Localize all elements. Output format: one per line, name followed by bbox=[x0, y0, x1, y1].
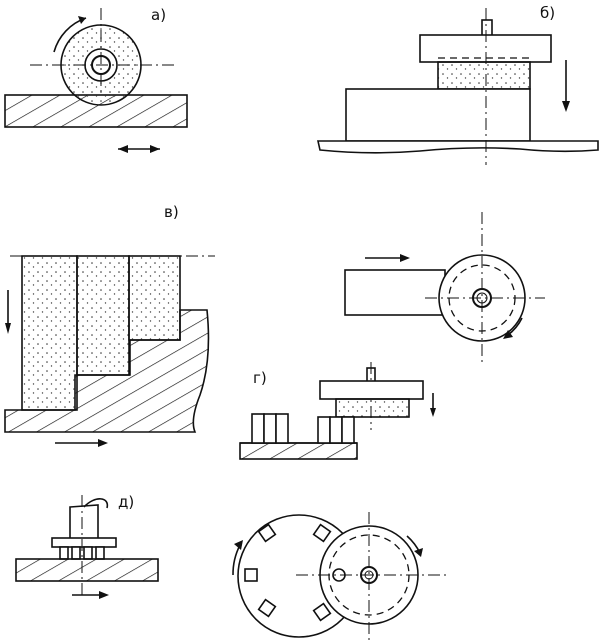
machine-table-b bbox=[317, 140, 599, 154]
spindle-top-d bbox=[83, 498, 109, 509]
table-rotation-arrowhead bbox=[234, 540, 243, 550]
wheel-section-2-v bbox=[76, 255, 130, 376]
downfeed-arrowhead-v bbox=[5, 323, 11, 334]
base-g bbox=[239, 442, 358, 460]
stud-4-g bbox=[317, 416, 331, 444]
grinding-wheel-g bbox=[335, 398, 410, 418]
feed-arrowhead-d bbox=[99, 591, 109, 599]
wheel-head-d bbox=[51, 537, 117, 548]
wheel-head-g bbox=[319, 380, 424, 400]
spindle-d bbox=[69, 504, 99, 541]
label-g: г) bbox=[253, 369, 267, 387]
scheme-d: д) bbox=[15, 493, 159, 599]
workpiece-plan bbox=[344, 269, 446, 316]
wheel-rotation-arrowhead-d bbox=[414, 548, 423, 557]
rotary-table-d bbox=[15, 558, 159, 582]
stud-6-g bbox=[341, 416, 355, 444]
stud-5-g bbox=[329, 416, 343, 444]
stud-2-g bbox=[263, 413, 277, 444]
part-2-d bbox=[71, 546, 81, 560]
part-plan-4 bbox=[257, 598, 277, 618]
scheme-b: б) bbox=[317, 4, 599, 165]
stud-3-g bbox=[275, 413, 289, 444]
feed-arrowhead-v bbox=[98, 439, 108, 447]
scheme-a: а) bbox=[4, 6, 188, 153]
scheme-v-plan bbox=[344, 212, 545, 365]
scheme-v: в) bbox=[4, 203, 215, 447]
label-d: д) bbox=[118, 493, 134, 511]
label-a: а) bbox=[151, 6, 166, 24]
label-v: в) bbox=[164, 203, 179, 221]
part-plan-2 bbox=[312, 523, 332, 543]
scheme-d-plan bbox=[232, 512, 446, 640]
scheme-g: г) bbox=[239, 362, 436, 460]
label-b: б) bbox=[540, 4, 555, 22]
part-plan-3 bbox=[244, 568, 258, 582]
downfeed-arrowhead-g bbox=[430, 408, 436, 417]
stud-1-g bbox=[251, 413, 265, 444]
feed-arrowhead-plan bbox=[400, 254, 410, 262]
wheel-section-1-v bbox=[21, 255, 78, 411]
workpiece-b bbox=[345, 88, 531, 142]
part-4-d bbox=[95, 546, 105, 560]
feed-arrowhead-left-a bbox=[118, 145, 128, 153]
part-plan-1 bbox=[257, 523, 277, 543]
part-plan-5 bbox=[312, 602, 332, 622]
wheel-section-3-v bbox=[128, 255, 181, 341]
grinding-wheel-b bbox=[437, 61, 531, 90]
part-3-d bbox=[83, 546, 93, 560]
part-1-d bbox=[59, 546, 69, 560]
downfeed-arrowhead-b bbox=[562, 101, 570, 112]
feed-arrowhead-right-a bbox=[150, 145, 160, 153]
rotation-arrowhead-plan bbox=[503, 330, 513, 339]
rotation-arrowhead-a bbox=[78, 16, 86, 24]
